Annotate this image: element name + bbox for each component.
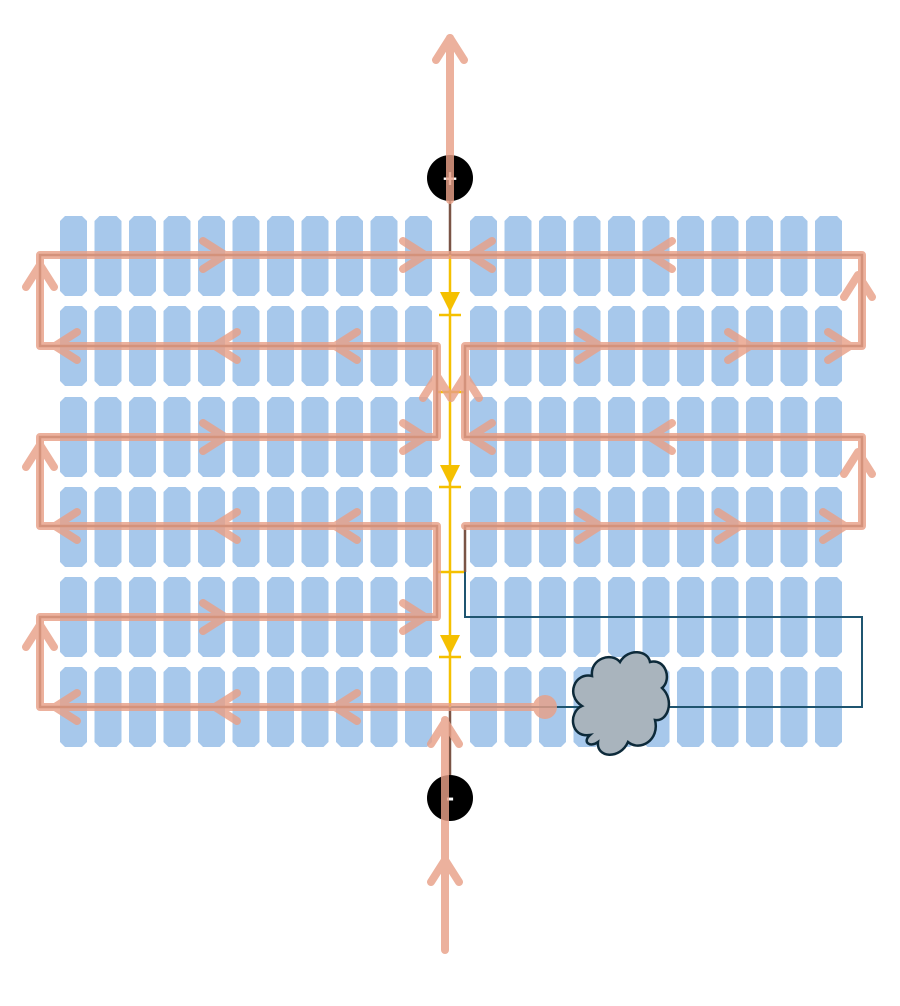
arrow-head-icon — [399, 419, 429, 455]
arrow-head-icon — [840, 271, 876, 301]
arrow-head-icon — [427, 856, 463, 886]
arrow-head-icon — [840, 448, 876, 478]
arrow-head-icon — [574, 328, 604, 364]
cloud-shade-icon — [571, 651, 671, 756]
arrow-head-icon — [331, 689, 361, 725]
arrow-head-icon — [419, 372, 455, 402]
arrow-head-icon — [466, 237, 496, 273]
arrow-head-icon — [447, 372, 483, 402]
arrow-head-icon — [211, 508, 241, 544]
arrow-head-icon — [399, 237, 429, 273]
arrow-head-icon — [211, 689, 241, 725]
arrow-head-icon — [399, 599, 429, 635]
arrow-head-icon — [574, 508, 604, 544]
arrow-head-icon — [51, 328, 81, 364]
arrow-head-icon — [211, 328, 241, 364]
arrow-head-icon — [199, 419, 229, 455]
current-path — [446, 251, 866, 530]
negative-terminal-label: - — [446, 786, 454, 810]
current-blocked-dot — [533, 695, 557, 719]
diode-icon — [440, 635, 460, 655]
arrow-head-icon — [646, 419, 676, 455]
diode-icon — [440, 465, 460, 485]
arrow-head-icon — [714, 508, 744, 544]
arrow-head-icon — [22, 441, 58, 471]
arrow-head-icon — [432, 34, 468, 64]
negative-terminal: - — [427, 775, 473, 821]
arrow-head-icon — [724, 328, 754, 364]
arrow-head-icon — [199, 599, 229, 635]
arrow-head-icon — [51, 689, 81, 725]
arrow-head-icon — [51, 508, 81, 544]
unshaded-wire — [450, 572, 863, 708]
arrow-head-icon — [199, 237, 229, 273]
arrow-head-icon — [331, 508, 361, 544]
arrow-head-icon — [22, 261, 58, 291]
arrow-head-icon — [22, 621, 58, 651]
arrow-head-icon — [819, 508, 849, 544]
diode-icon — [440, 292, 460, 312]
cloud-body — [571, 651, 671, 756]
terminal-current-arrows — [427, 34, 468, 954]
arrow-head-icon — [466, 419, 496, 455]
arrow-head-icon — [646, 237, 676, 273]
bypass-diodes — [438, 255, 464, 707]
arrow-head-icon — [427, 718, 463, 748]
arrow-head-icon — [824, 328, 854, 364]
arrow-head-icon — [331, 328, 361, 364]
current-flow-arrows — [22, 237, 876, 725]
